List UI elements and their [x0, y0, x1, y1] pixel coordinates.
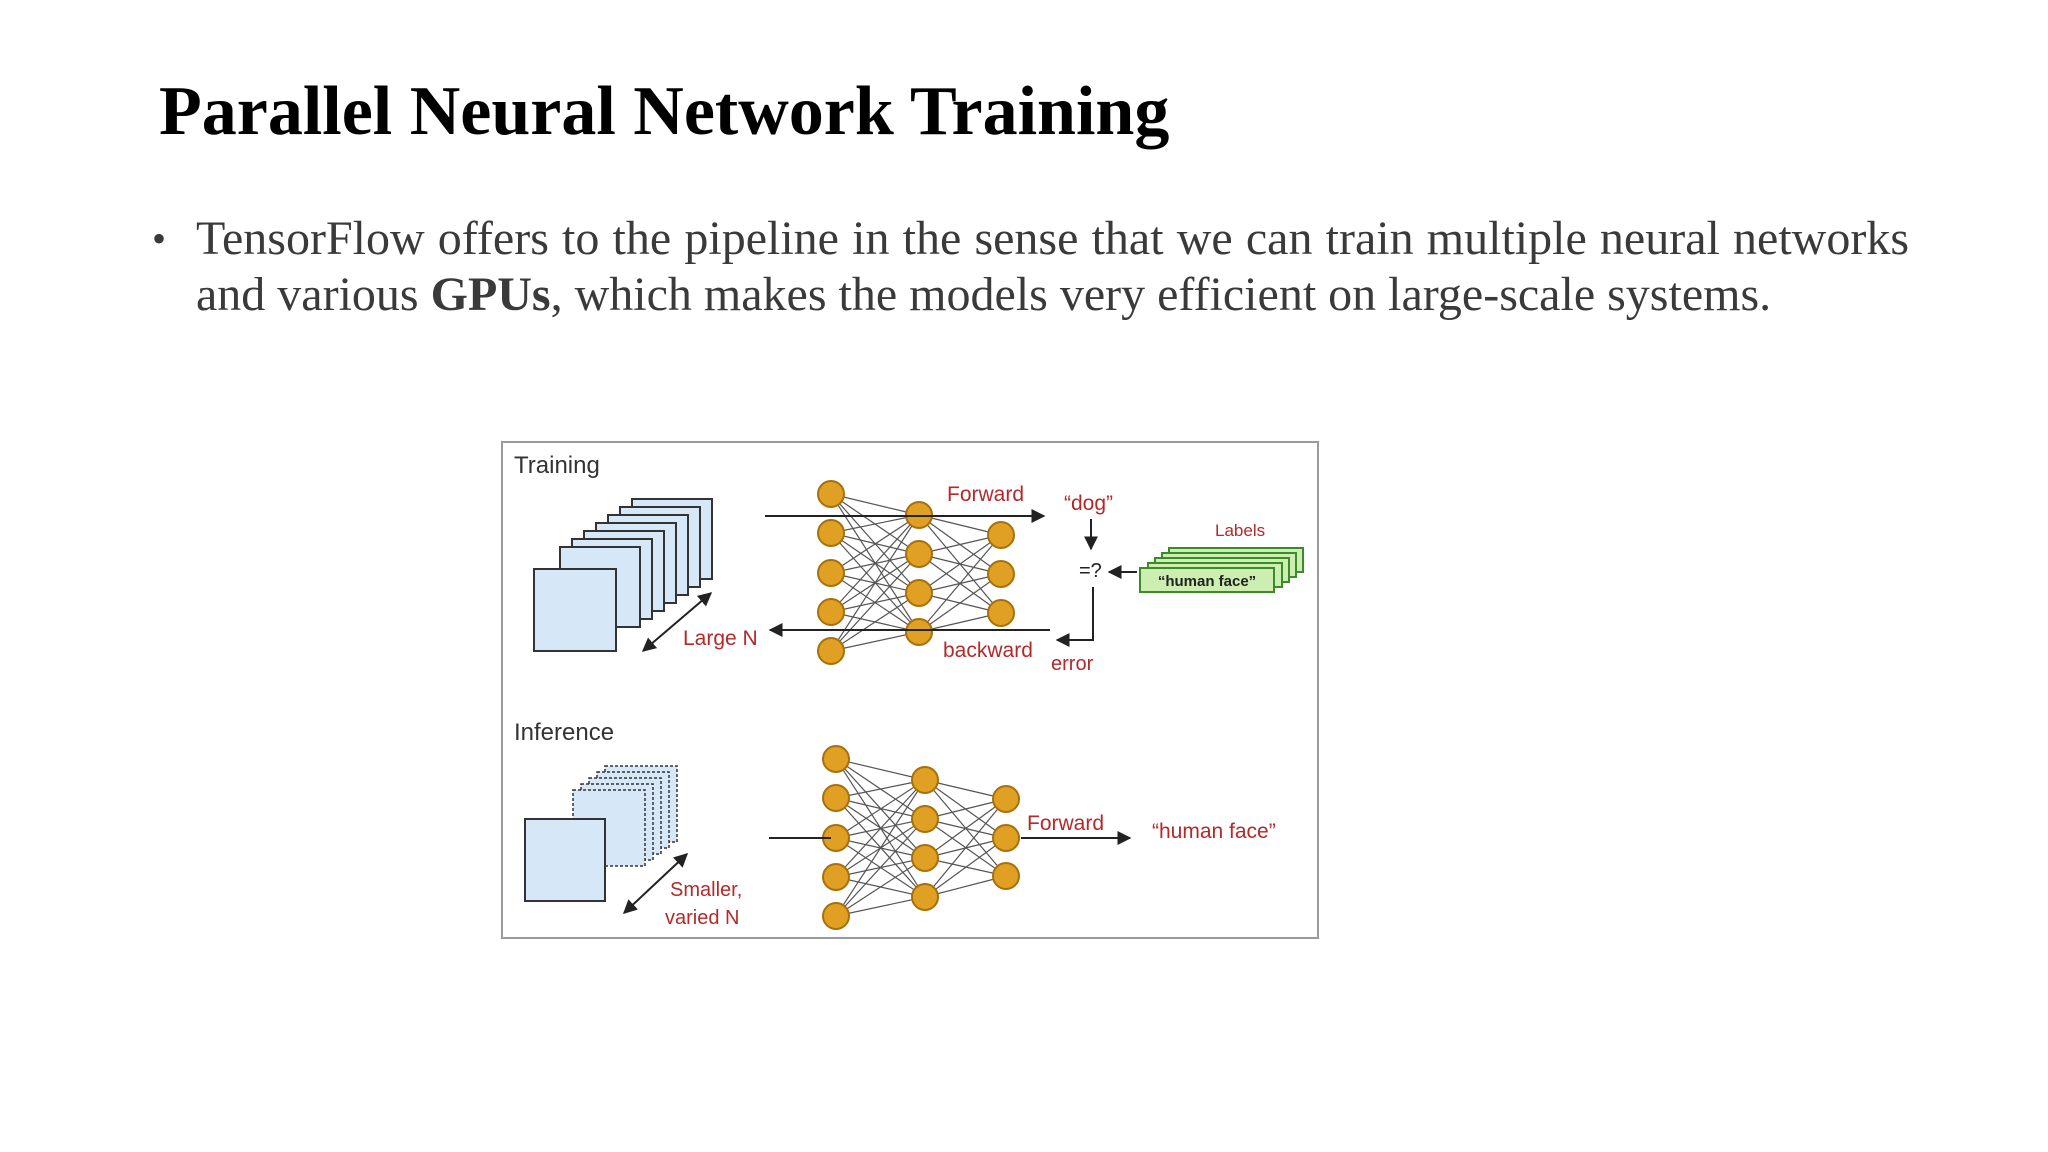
- smaller-label-line2: varied N: [665, 907, 739, 929]
- inference-node-layer2: [911, 883, 939, 911]
- inference-connection: [924, 798, 1007, 898]
- smaller-label-line1: Smaller,: [670, 879, 742, 901]
- training-node-layer1: [817, 519, 845, 547]
- inference-connection: [835, 758, 926, 781]
- training-image-stack: [533, 498, 713, 652]
- inference-connection: [835, 896, 926, 917]
- inference-node-layer1: [822, 784, 850, 812]
- labels-heading: Labels: [1215, 521, 1265, 540]
- slide-title: Parallel Neural Network Training: [159, 73, 1170, 150]
- training-connection: [830, 553, 920, 652]
- prediction-label: “dog”: [1064, 492, 1113, 515]
- inference-heading: Inference: [514, 719, 614, 746]
- inference-node-layer2: [911, 766, 939, 794]
- error-arrow: [1055, 587, 1094, 647]
- label-human-face: “human face”: [1158, 573, 1256, 590]
- inference-node-layer3: [992, 785, 1020, 813]
- training-connection: [918, 534, 1002, 633]
- bullet-text: TensorFlow offers to the pipeline in the…: [196, 211, 1909, 323]
- inference-connection: [835, 818, 926, 917]
- inference-connection: [835, 779, 926, 917]
- bullet-point: • TensorFlow offers to the pipeline in t…: [152, 211, 1909, 323]
- error-label: error: [1051, 653, 1094, 675]
- training-connection: [830, 493, 920, 516]
- bullet-text-start: TensorFlow offers to the pipeline in the…: [196, 212, 1909, 321]
- training-node-layer1: [817, 559, 845, 587]
- training-node-layer1: [817, 480, 845, 508]
- training-connection: [830, 592, 920, 652]
- bullet-text-bold: GPUs: [430, 268, 551, 321]
- labels-stack: [1139, 547, 1304, 593]
- training-connection: [918, 573, 1002, 633]
- training-connection: [830, 514, 920, 613]
- inference-connection: [835, 857, 926, 917]
- training-node-layer3: [987, 599, 1015, 627]
- bullet-text-end: , which makes the models very efficient …: [550, 268, 1772, 321]
- inference-node-layer1: [822, 863, 850, 891]
- inference-node-layer2: [911, 805, 939, 833]
- training-node-layer1: [817, 637, 845, 665]
- inference-connection: [924, 798, 1007, 859]
- large-n-arrow: [641, 592, 713, 652]
- training-node-layer3: [987, 521, 1015, 549]
- training-inference-figure: Training Large N Forward backward “dog” …: [501, 441, 1319, 939]
- inference-output-label: “human face”: [1152, 820, 1276, 843]
- inference-node-layer3: [992, 824, 1020, 852]
- training-node-layer3: [987, 560, 1015, 588]
- inference-connection: [835, 779, 926, 878]
- inference-node-layer2: [911, 844, 939, 872]
- inference-node-layer1: [822, 902, 850, 930]
- training-node-layer2: [905, 540, 933, 568]
- training-connection: [918, 612, 1002, 633]
- inference-connection: [924, 837, 1007, 898]
- inference-image-stack: [524, 765, 678, 902]
- bullet-icon: •: [152, 216, 167, 261]
- smaller-n-arrow: [622, 853, 689, 914]
- training-node-layer2: [905, 579, 933, 607]
- inference-network: [822, 745, 1020, 930]
- inference-node-layer1: [822, 745, 850, 773]
- inference-connection: [835, 779, 926, 839]
- inference-node-layer3: [992, 862, 1020, 890]
- training-connection: [918, 514, 1002, 536]
- training-connection: [830, 514, 920, 534]
- training-connection: [918, 534, 1002, 594]
- training-connection: [830, 631, 920, 652]
- training-node-layer1: [817, 598, 845, 626]
- training-connection: [830, 514, 920, 652]
- training-heading: Training: [514, 452, 600, 479]
- inference-forward-label: Forward: [1027, 812, 1104, 835]
- compare-symbol: =?: [1079, 560, 1102, 582]
- training-forward-label: Forward: [947, 483, 1024, 506]
- training-node-layer2: [905, 618, 933, 646]
- training-connection: [918, 534, 1002, 555]
- backward-label: backward: [943, 639, 1033, 662]
- large-n-label: Large N: [683, 627, 758, 650]
- inference-connection: [835, 779, 926, 799]
- training-connection: [830, 514, 920, 574]
